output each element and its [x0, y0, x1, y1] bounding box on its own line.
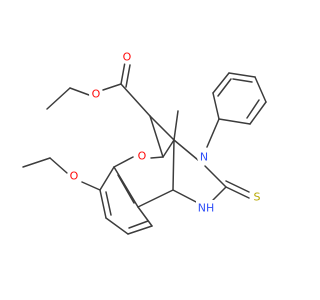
bond-quaternary-n [173, 139, 199, 161]
bond-phenyl-inner-2 [246, 99, 260, 119]
bond-bridge-quaternary [149, 115, 175, 141]
bond-ch-ring-o [150, 156, 164, 159]
bond-thione-c-s-a [225, 186, 250, 199]
ethoxy-o-label: O [70, 170, 79, 183]
bond-ester-ch2-o [69, 87, 90, 96]
bond-ch-lower-nh [172, 189, 201, 205]
bond-carbonyl-c-o-b [125, 64, 131, 88]
bond-bridge-ch [149, 115, 164, 158]
bond-phenyl-1 [212, 92, 220, 120]
nh-label: NH [198, 202, 215, 215]
bond-ethoxy-ch2-ch3 [22, 157, 51, 168]
bond-quaternary-methyl [173, 110, 179, 141]
thione-sulfur: S [250, 190, 264, 204]
atom-labels: O O O O N NH S [67, 50, 264, 215]
bond-ring-o-aryl [113, 156, 134, 168]
molecule-structure: O O O O N NH S [22, 50, 267, 235]
bond-benzo-5 [137, 206, 153, 227]
bond-benzo-inner-2 [128, 220, 149, 229]
bond-benzo-4 [127, 225, 153, 235]
phenyl-nitrogen: N [197, 150, 211, 164]
bond-phenyl-5 [249, 101, 267, 125]
bond-carbonyl-c-bridge [120, 83, 151, 117]
bond-carbonyl-c-o-a [120, 61, 126, 85]
bond-benzo-3 [105, 217, 129, 235]
bond-benzo-ethoxy-o [81, 181, 101, 191]
bond-phenyl-inner-1 [217, 78, 232, 97]
ester-carbonyl-oxygen: O [120, 50, 134, 64]
bond-ch-lower-aryl [137, 189, 174, 208]
thione-s-label: S [254, 191, 261, 204]
bond-phenyl-4 [254, 76, 267, 103]
bond-phenyl-inner-3 [232, 78, 253, 83]
bonds [22, 61, 267, 235]
bond-ester-ch3-ch2 [46, 87, 71, 110]
bond-benzo-inner-1 [105, 191, 112, 216]
bond-ester-o-carbonyl-c [102, 83, 122, 91]
bond-quaternary-ch [162, 139, 175, 158]
bond-n-phenyl [206, 118, 220, 148]
bond-phenyl-2 [212, 72, 230, 94]
bond-phenyl-6 [218, 118, 251, 125]
n-phenyl-label: N [200, 151, 208, 164]
ring-o-label: O [138, 150, 147, 163]
ethoxy-oxygen: O [67, 169, 81, 183]
bond-benzo-1 [99, 166, 115, 191]
bond-n-thione-c [204, 165, 227, 188]
ester-carbonyl-o-label: O [123, 51, 132, 64]
ester-ether-o-label: O [92, 88, 101, 101]
bond-phenyl-3 [228, 72, 256, 78]
bond-benzo-2 [99, 189, 107, 219]
bond-nh-thione-c [212, 186, 227, 201]
bond-ethoxy-o-ch2 [49, 157, 68, 174]
bond-quaternary-ch-lower [172, 139, 175, 191]
ring-oxygen: O [135, 149, 149, 163]
bond-benzo-inner-3 [117, 174, 135, 204]
ester-ether-oxygen: O [89, 87, 103, 101]
bond-thione-c-s-b [225, 180, 250, 193]
bond-benzo-6 [113, 166, 139, 208]
amine-nh: NH [196, 200, 217, 215]
